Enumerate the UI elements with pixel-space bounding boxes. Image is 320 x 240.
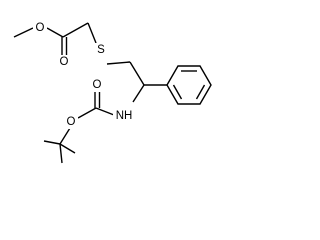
bond-o-carbonyl: [46, 27, 64, 38]
bond-n-carbamate: [95, 107, 115, 116]
atom-o-boc: O: [64, 115, 78, 129]
atom-o-carbonyl-ester-label: O: [60, 56, 69, 68]
atom-s: S: [94, 43, 108, 57]
bond-methyl-o: [13, 27, 34, 38]
atom-labels: O O S O O NH: [33, 21, 135, 129]
bond-carbonyl-ch2: [62, 22, 89, 38]
atom-s-label: S: [97, 44, 105, 56]
bond-s-ch2: [106, 61, 131, 65]
phenyl-double-3: [172, 84, 183, 100]
bond-ch-n: [132, 84, 145, 103]
atom-o-carbonyl-boc: O: [90, 78, 104, 92]
chemical-structure: O O S O O NH: [13, 21, 212, 164]
bond-carbamate-o: [77, 107, 97, 119]
bond-tbu-methyl-3: [59, 143, 76, 154]
atom-o-carbonyl-ester: O: [57, 55, 71, 69]
atom-n: NH: [113, 109, 135, 123]
atom-o-boc-label: O: [67, 116, 76, 128]
bond-ch2-s: [87, 22, 97, 44]
bond-tbu-methyl-2: [59, 143, 63, 164]
phenyl-ring: [166, 65, 212, 105]
bond-o-tbu: [59, 127, 71, 145]
bond-ch2-ch: [129, 61, 145, 86]
atom-o-carbonyl-boc-label: O: [93, 79, 102, 91]
bonds: [13, 22, 167, 164]
atom-n-label: NH: [116, 110, 133, 122]
phenyl-double-2: [195, 84, 206, 100]
bond-tbu-methyl-1: [43, 140, 61, 145]
atom-o-ester: O: [33, 21, 47, 35]
atom-o-ester-label: O: [36, 22, 45, 34]
